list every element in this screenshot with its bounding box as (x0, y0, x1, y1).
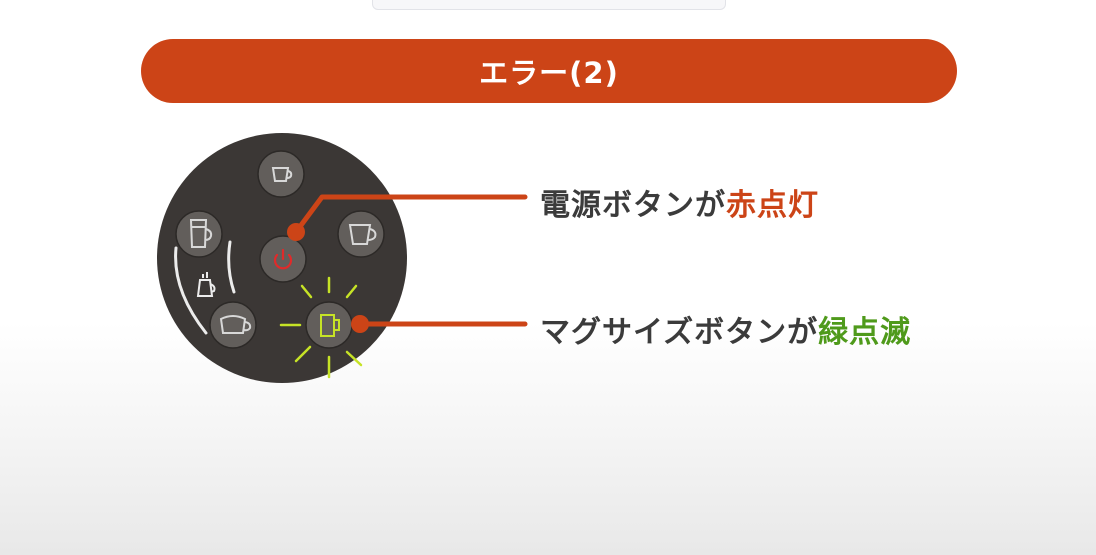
wide-cup-button[interactable] (209, 301, 257, 349)
mug-caption-highlight: 緑点滅 (818, 315, 912, 350)
power-caption-highlight: 赤点灯 (726, 188, 819, 223)
wide-cup-icon (219, 315, 252, 334)
medium-cup-icon (348, 224, 377, 245)
top-strip (372, 0, 726, 10)
power-icon (273, 248, 293, 270)
mug-leader-line (351, 315, 528, 333)
pot-icon (196, 272, 216, 297)
mug-button-caption: マグサイズボタンが緑点滅 (540, 307, 911, 351)
size-track-arc-inner (227, 240, 236, 294)
power-button-caption: 電源ボタンが赤点灯 (540, 180, 819, 224)
small-cup-icon (271, 167, 293, 182)
blink-rays (279, 276, 363, 379)
small-cup-button[interactable] (257, 150, 305, 198)
mug-icon (320, 314, 340, 337)
power-button[interactable] (259, 235, 307, 283)
title-banner: エラー(2) (141, 39, 957, 103)
power-caption-prefix: 電源ボタンが (540, 188, 726, 223)
page-title: エラー(2) (479, 56, 619, 90)
tall-glass-icon (189, 219, 213, 248)
mug-button[interactable] (305, 301, 353, 349)
mug-caption-prefix: マグサイズボタンが (540, 315, 819, 350)
tall-glass-button[interactable] (175, 210, 223, 258)
size-track-arc (174, 246, 208, 335)
medium-cup-button[interactable] (337, 210, 385, 258)
power-leader-line (287, 194, 528, 241)
